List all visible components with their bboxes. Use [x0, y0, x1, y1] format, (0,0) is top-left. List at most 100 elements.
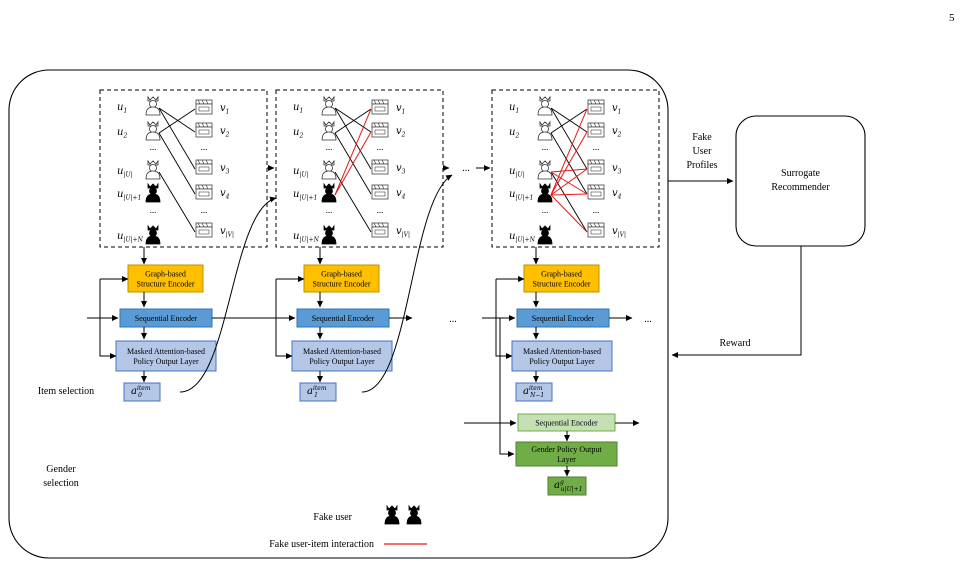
graph-based-structure-encoder-label: Graph-based [321, 270, 362, 279]
page-number: 5 [949, 12, 955, 24]
crown [539, 159, 551, 166]
user-label-1: u2 [117, 127, 127, 140]
clapper-stripes [373, 159, 385, 165]
graph-1: u1u2u|U|u|U|+1u|U|+Nv1v2v3v4v|V|........… [275, 89, 444, 248]
fake-user-icon [406, 504, 422, 525]
item-icon [195, 184, 213, 200]
item-label-4: v|V| [612, 226, 626, 239]
interaction-edge [550, 107, 588, 170]
fake-interaction-edge [550, 171, 588, 195]
seq-ellipsis: ... [644, 314, 652, 325]
item-label-2: v3 [612, 163, 622, 176]
item-icon [195, 122, 213, 138]
clapper-inner [374, 129, 386, 135]
clapper-board [587, 226, 605, 238]
item-label-0: v1 [220, 103, 229, 116]
gender-sequential-encoder: Sequential Encoder [517, 413, 616, 432]
fake-user-icon [145, 182, 161, 203]
clapper-board [587, 126, 605, 138]
clapper-board [587, 188, 605, 200]
item-icon [587, 184, 605, 200]
body [145, 106, 161, 116]
item-icon [371, 159, 389, 175]
fake-profiles-line3: Profiles [686, 160, 717, 171]
user-label-0: u1 [117, 102, 127, 115]
crown [386, 504, 398, 511]
sequential-encoder: Sequential Encoder [296, 308, 390, 328]
fake-profiles-line2: User [693, 146, 713, 157]
item-icon [587, 122, 605, 138]
user-label-2: u|U| [293, 166, 309, 179]
masked-attention-policy-layer-label: Policy Output Layer [133, 357, 199, 366]
clapper-board [587, 163, 605, 175]
graph-based-structure-encoder-box [303, 264, 380, 293]
masked-attention-policy-layer-box [291, 340, 393, 372]
head [541, 187, 549, 195]
graph-0: u1u2u|U|u|U|+1u|U|+Nv1v2v3v4v|V|........… [99, 89, 268, 248]
crown [147, 224, 159, 231]
clapper-inner [590, 191, 602, 197]
head [325, 187, 333, 195]
item-action-box [123, 382, 161, 402]
item-ellipsis: ... [377, 142, 384, 152]
head [325, 100, 333, 108]
user-label-3: u|U|+1 [509, 189, 533, 202]
head [541, 164, 549, 172]
item-icon [195, 159, 213, 175]
clapper-stripes [197, 99, 209, 105]
body [537, 235, 553, 245]
gender-feed-line [499, 318, 515, 457]
masked-attention-policy-layer-label: Policy Output Layer [309, 357, 375, 366]
clapper-inner [198, 106, 210, 112]
sequential-encoder-label: Sequential Encoder [135, 314, 198, 323]
clapper-stripes [373, 122, 385, 128]
body [145, 235, 161, 245]
clapper-board [195, 103, 213, 115]
user-ellipsis: ... [542, 205, 549, 215]
seq-ellipsis: ... [449, 314, 457, 325]
fake-user-icon [537, 224, 553, 245]
masked-attention-policy-layer-label: Masked Attention-based [127, 347, 205, 356]
feed-line [495, 279, 513, 359]
item-icon [587, 99, 605, 115]
user-label-4: u|U|+N [117, 231, 144, 244]
body [321, 106, 337, 116]
clapper-board [371, 226, 389, 238]
surrogate-label-line1: Surrogate [781, 168, 820, 179]
crown [323, 182, 335, 189]
body [537, 170, 553, 180]
clapper-inner [590, 229, 602, 235]
graph-based-structure-encoder-label: Graph-based [541, 270, 582, 279]
fake-interaction-edge [550, 194, 588, 233]
item-label-4: v|V| [220, 226, 234, 239]
user-icon [321, 120, 337, 141]
fake-interaction-edge [550, 108, 588, 196]
item-action-box [299, 382, 337, 402]
graph-based-structure-encoder-label: Structure Encoder [137, 280, 195, 289]
crown [323, 95, 335, 102]
item-ellipsis: ... [201, 205, 208, 215]
head [325, 229, 333, 237]
body [321, 131, 337, 141]
clapper-inner [198, 229, 210, 235]
clapper-inner [374, 106, 386, 112]
clapper-inner [374, 191, 386, 197]
clapper-inner [374, 166, 386, 172]
clapper-stripes [589, 184, 601, 190]
user-label-3: u|U|+1 [117, 189, 141, 202]
item-label-4: v|V| [396, 226, 410, 239]
user-ellipsis: ... [150, 142, 157, 152]
fake-interaction-edge [550, 168, 588, 173]
fake-user-icon [321, 224, 337, 245]
clapper-stripes [373, 184, 385, 190]
masked-attention-policy-layer-box [511, 340, 613, 372]
clapper-stripes [197, 184, 209, 190]
clapper-board [371, 163, 389, 175]
